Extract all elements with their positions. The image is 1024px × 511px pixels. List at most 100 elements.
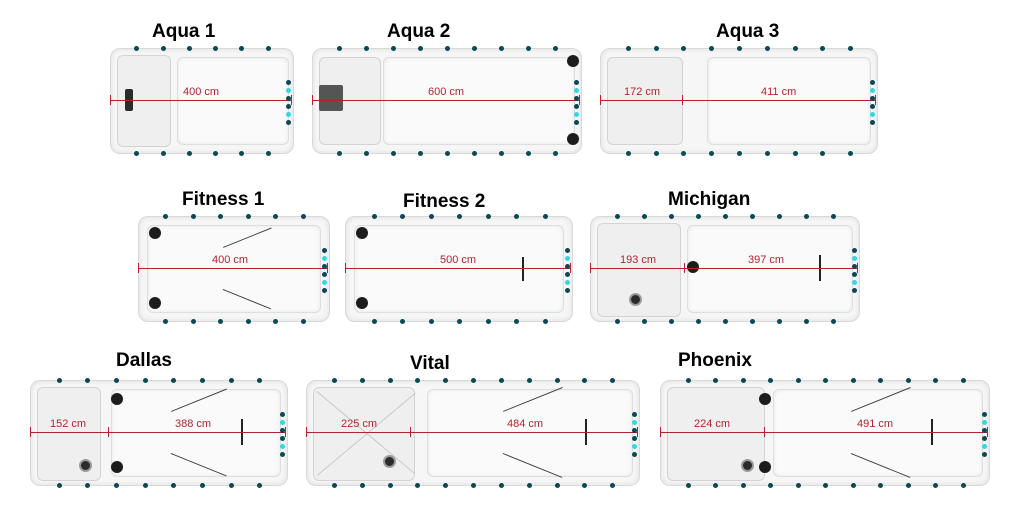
- jet: [190, 319, 196, 324]
- jet: [737, 46, 742, 51]
- jet: [56, 483, 62, 488]
- dimension-line: [138, 263, 328, 273]
- jet: [400, 214, 405, 219]
- spa-plan: [306, 380, 640, 486]
- jet: [471, 483, 476, 488]
- jet: [171, 483, 177, 488]
- jet: [696, 319, 701, 324]
- jet: [280, 411, 285, 417]
- model-title: Michigan: [668, 189, 751, 210]
- jet: [371, 214, 377, 219]
- jet: [870, 111, 875, 117]
- dimension-line: [306, 427, 638, 437]
- jet: [457, 214, 462, 219]
- jet: [625, 151, 631, 156]
- jet: [286, 79, 291, 85]
- jet: [685, 378, 691, 383]
- jet: [574, 111, 579, 117]
- jet: [850, 483, 856, 488]
- jet: [257, 483, 263, 488]
- jet: [737, 151, 742, 156]
- jet: [709, 151, 715, 156]
- jet: [582, 378, 588, 383]
- jet: [280, 443, 285, 449]
- tether-bar: [522, 257, 524, 281]
- jet: [239, 151, 245, 156]
- jet: [565, 287, 570, 293]
- jet: [768, 483, 773, 488]
- jet: [852, 263, 857, 269]
- jet: [831, 319, 836, 324]
- jet: [498, 378, 504, 383]
- jet: [554, 378, 560, 383]
- dimension-label: 400 cm: [212, 254, 249, 266]
- jet: [364, 151, 369, 156]
- whirlpool-jet: [383, 455, 396, 468]
- jet: [610, 378, 616, 383]
- jet: [114, 483, 119, 488]
- jet: [142, 483, 148, 488]
- dimension-label: 152 cm: [50, 418, 87, 430]
- jet: [574, 119, 579, 125]
- spa-plan: [138, 216, 330, 322]
- spa-plan: [312, 48, 582, 154]
- jet: [764, 151, 770, 156]
- model-title: Vital: [410, 353, 450, 374]
- jet: [870, 103, 875, 109]
- jet: [134, 46, 140, 51]
- jet: [364, 46, 369, 51]
- jet: [823, 483, 828, 488]
- drain: [759, 461, 771, 473]
- jet: [190, 214, 196, 219]
- jet: [713, 378, 718, 383]
- jet: [870, 79, 875, 85]
- jet: [565, 247, 570, 253]
- jet: [160, 46, 166, 51]
- jet: [228, 483, 234, 488]
- spa-plan: [590, 216, 860, 322]
- jet: [565, 279, 570, 285]
- jet: [526, 46, 531, 51]
- jet: [777, 214, 782, 219]
- jet: [625, 46, 631, 51]
- jet: [852, 271, 857, 277]
- jet: [723, 214, 728, 219]
- drain: [759, 393, 771, 405]
- jet: [565, 255, 570, 261]
- jet: [337, 46, 342, 51]
- model-title: Dallas: [116, 350, 172, 371]
- dimension-line: [660, 427, 988, 437]
- jet: [820, 151, 826, 156]
- jet: [632, 443, 637, 449]
- jet: [85, 483, 91, 488]
- jet: [565, 263, 570, 269]
- jet: [554, 483, 560, 488]
- jet: [526, 151, 531, 156]
- jet: [933, 378, 938, 383]
- control-panel: [319, 85, 343, 111]
- jet: [632, 435, 637, 441]
- jet: [777, 319, 782, 324]
- jet: [542, 319, 548, 324]
- swim-area: [707, 57, 871, 145]
- dimension-line: [30, 427, 286, 437]
- jet: [200, 483, 205, 488]
- jet: [526, 483, 532, 488]
- jet: [239, 46, 245, 51]
- jet: [415, 483, 421, 488]
- dimension-line: [600, 95, 876, 105]
- jet: [245, 319, 251, 324]
- jet: [498, 483, 504, 488]
- jet: [391, 46, 396, 51]
- jet: [245, 214, 251, 219]
- swim-area: [383, 57, 575, 145]
- jet: [218, 214, 224, 219]
- jet: [415, 378, 421, 383]
- jet: [142, 378, 148, 383]
- jet: [163, 319, 169, 324]
- jet: [418, 46, 423, 51]
- drain: [149, 297, 161, 309]
- jet: [848, 46, 854, 51]
- jet: [933, 483, 938, 488]
- jet: [445, 151, 450, 156]
